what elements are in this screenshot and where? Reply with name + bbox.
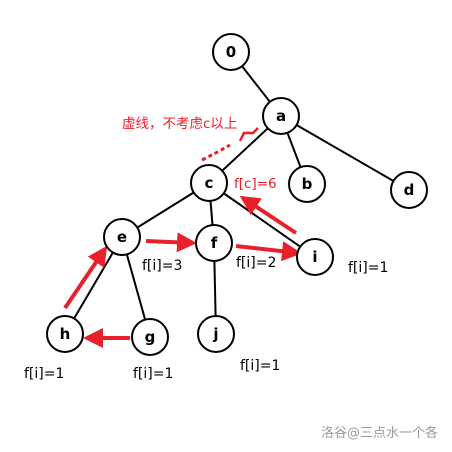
node-0-label: 0 (226, 43, 236, 61)
node-0: 0 (212, 33, 250, 71)
node-d-label: d (404, 181, 415, 199)
node-g: g (131, 318, 169, 356)
node-i: i (296, 238, 334, 276)
watermark: 洛谷@三点水一个各 (321, 425, 438, 441)
annotation-f-g: f[i]=1 (133, 366, 173, 382)
propagation-arrows (63, 195, 302, 348)
arrow-e-to-f (145, 232, 197, 253)
node-b-label: b (302, 175, 313, 193)
annotation-f-c: f[c]=6 (234, 176, 277, 192)
node-h: h (46, 315, 84, 353)
node-j-label: j (212, 325, 218, 343)
tree-nodes: 0 a b c d e f i (46, 33, 428, 356)
annotation-f-i: f[i]=1 (348, 260, 388, 276)
annotation-f-f: f[i]=2 (236, 255, 276, 271)
node-g-label: g (145, 328, 156, 346)
node-c-label: c (205, 174, 214, 192)
node-e-label: e (117, 228, 127, 246)
dashed-cut-line (201, 143, 231, 162)
annotation-f-j: f[i]=1 (240, 358, 280, 374)
annotation-note: 虚线，不考虑c以上 (122, 116, 237, 132)
node-a-label: a (276, 107, 286, 125)
arrow-f-to-i (235, 241, 302, 262)
node-b: b (288, 165, 326, 203)
annotation-f-h: f[i]=1 (24, 366, 64, 382)
node-f: f (195, 224, 233, 262)
node-f-label: f (211, 234, 218, 252)
node-h-label: h (60, 325, 71, 343)
node-a: a (262, 97, 300, 135)
edge-a-d (280, 115, 410, 191)
node-c: c (190, 164, 228, 202)
node-j: j (197, 315, 235, 353)
node-d: d (390, 171, 428, 209)
node-e: e (103, 218, 141, 256)
arrow-i-to-c (239, 195, 298, 235)
tree-edges (64, 51, 410, 338)
note-underline (238, 127, 259, 142)
node-i-label: i (312, 248, 317, 266)
arrow-h-to-e (63, 245, 108, 310)
annotation-f-e: f[i]=3 (142, 258, 182, 274)
